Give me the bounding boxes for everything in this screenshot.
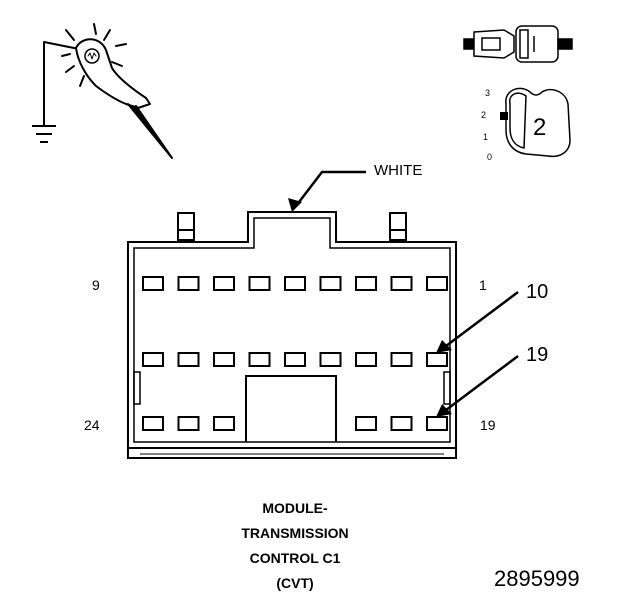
ground-symbol-icon xyxy=(32,125,56,143)
cavity-row2 xyxy=(248,352,271,367)
connector-title-line-2: TRANSMISSION xyxy=(241,525,349,541)
lock-position-2: 2 xyxy=(481,110,487,120)
lock-position-1: 1 xyxy=(483,132,489,142)
cavity-grid xyxy=(142,276,448,431)
cavity-row3-right xyxy=(426,416,448,431)
cavity-row1 xyxy=(213,276,235,291)
connector-lock-side-icon xyxy=(463,25,573,63)
pin-label-1: 1 xyxy=(479,277,487,293)
lock-position-3: 3 xyxy=(485,88,491,98)
lock-position-dial-icon xyxy=(500,87,571,158)
pin-label-19: 19 xyxy=(480,417,496,433)
connector-title-line-1: MODULE- xyxy=(262,500,328,516)
cavity-row2 xyxy=(142,352,164,367)
figure-number: 2895999 xyxy=(494,566,580,591)
callout-arrow-19 xyxy=(436,355,519,417)
cavity-row3-right xyxy=(390,416,413,431)
cavity-row1 xyxy=(319,276,342,291)
cavity-row1 xyxy=(142,276,164,291)
test-light-probe-icon xyxy=(43,23,173,159)
cavity-row1 xyxy=(284,276,306,291)
cavity-row3-left xyxy=(142,416,164,431)
connector-title-line-3: CONTROL C1 xyxy=(249,550,341,566)
cavity-row3-right xyxy=(355,416,377,431)
cavity-row1 xyxy=(177,276,200,291)
lock-position-0: 0 xyxy=(487,152,493,162)
cavity-row2 xyxy=(177,352,200,367)
connector-title-line-4: (CVT) xyxy=(276,575,314,591)
cavity-row2 xyxy=(213,352,235,367)
cavity-row2 xyxy=(284,352,306,367)
cavity-row1 xyxy=(390,276,413,291)
cavity-row2 xyxy=(319,352,342,367)
pin-label-24: 24 xyxy=(84,417,100,433)
callout-label-10: 10 xyxy=(526,281,549,303)
cavity-row1 xyxy=(248,276,271,291)
cavity-row2 xyxy=(390,352,413,367)
cavity-row2 xyxy=(355,352,377,367)
callout-arrow-10 xyxy=(436,291,519,353)
lock-selected-position: 2 xyxy=(533,114,547,141)
cavity-row3-left xyxy=(177,416,200,431)
callout-label-19: 19 xyxy=(526,344,549,366)
white-leader-arrow xyxy=(288,170,366,212)
connector-body xyxy=(127,211,457,459)
cavity-row1 xyxy=(426,276,448,291)
cavity-row2 xyxy=(426,352,448,367)
connector-color-label: WHITE xyxy=(374,162,423,179)
pin-label-9: 9 xyxy=(92,277,100,293)
cavity-row3-left xyxy=(213,416,235,431)
cavity-row1 xyxy=(355,276,377,291)
